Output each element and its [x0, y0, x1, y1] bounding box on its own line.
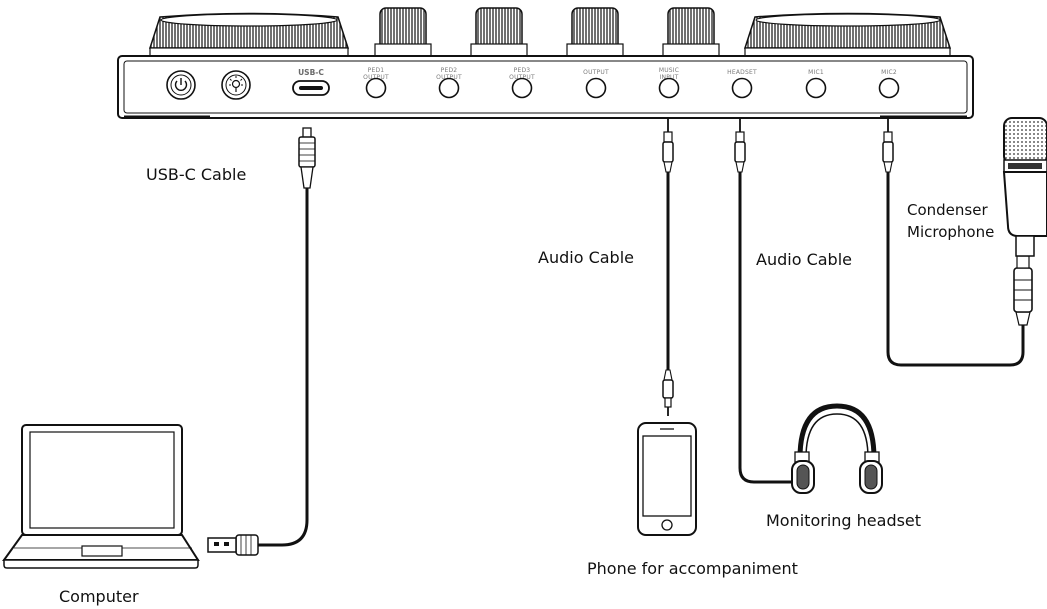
usb-c-cable-label: USB-C Cable — [146, 165, 247, 184]
phone-label: Phone for accompaniment — [587, 559, 798, 578]
computer-label: Computer — [59, 587, 139, 606]
microphone-xlr-cable — [882, 118, 1033, 367]
monitoring-headset — [791, 403, 883, 494]
audio-cable-label-headset: Audio Cable — [756, 250, 852, 269]
light-bulb-icon — [229, 76, 243, 92]
computer-laptop — [2, 424, 200, 569]
headset-audio-cable — [734, 118, 798, 484]
port-label-ped3: PED3 — [514, 67, 531, 74]
headset-label: Monitoring headset — [766, 511, 922, 530]
port-label-ped1-sub: OUTPUT — [363, 74, 389, 81]
right-jog-wheel — [743, 12, 952, 57]
power-button[interactable] — [166, 70, 196, 100]
phone-audio-cable — [662, 118, 674, 416]
port-label-usb-c: USB-C — [298, 68, 324, 77]
port-label-ped1: PED1 — [368, 67, 385, 74]
left-jog-wheel — [148, 12, 350, 57]
knob-2 — [470, 7, 528, 57]
port-ped2-output[interactable]: PED2 OUTPUT — [436, 67, 462, 99]
port-label-ped2-sub: OUTPUT — [436, 74, 462, 81]
usb-c-cable — [207, 127, 316, 556]
port-label-mic2: MIC2 — [881, 69, 897, 76]
audio-mixer-device: USB-C PED1 OUTPUT PED2 OUTPUT PED3 OUTPU… — [117, 7, 974, 119]
port-music-input[interactable]: MUSIC INPUT — [658, 67, 680, 99]
port-label-headset: HEADSET — [727, 69, 757, 76]
port-label-mic1: MIC1 — [808, 69, 824, 76]
power-icon — [174, 78, 188, 91]
port-label-ped3-sub: OUTPUT — [509, 74, 535, 81]
port-label-music: MUSIC — [659, 67, 679, 74]
port-mic2[interactable]: MIC2 — [878, 69, 900, 99]
condenser-label-line2: Microphone — [907, 223, 995, 241]
port-label-output: OUTPUT — [583, 69, 609, 76]
light-button[interactable] — [221, 70, 251, 100]
port-label-music-sub: INPUT — [660, 74, 679, 81]
usb-c-port[interactable]: USB-C — [292, 68, 330, 96]
port-output[interactable]: OUTPUT — [583, 69, 609, 99]
condenser-microphone — [1002, 117, 1047, 257]
port-ped1-output[interactable]: PED1 OUTPUT — [363, 67, 389, 99]
port-label-ped2: PED2 — [441, 67, 458, 74]
phone-device — [637, 422, 697, 536]
port-ped3-output[interactable]: PED3 OUTPUT — [509, 67, 535, 99]
audio-cable-label-phone: Audio Cable — [538, 248, 634, 267]
knob-4 — [662, 7, 720, 57]
knob-3 — [566, 7, 624, 57]
port-mic1[interactable]: MIC1 — [805, 69, 827, 99]
port-headset[interactable]: HEADSET — [727, 69, 757, 99]
condenser-label-line1: Condenser — [907, 201, 988, 219]
knob-1 — [374, 7, 432, 57]
